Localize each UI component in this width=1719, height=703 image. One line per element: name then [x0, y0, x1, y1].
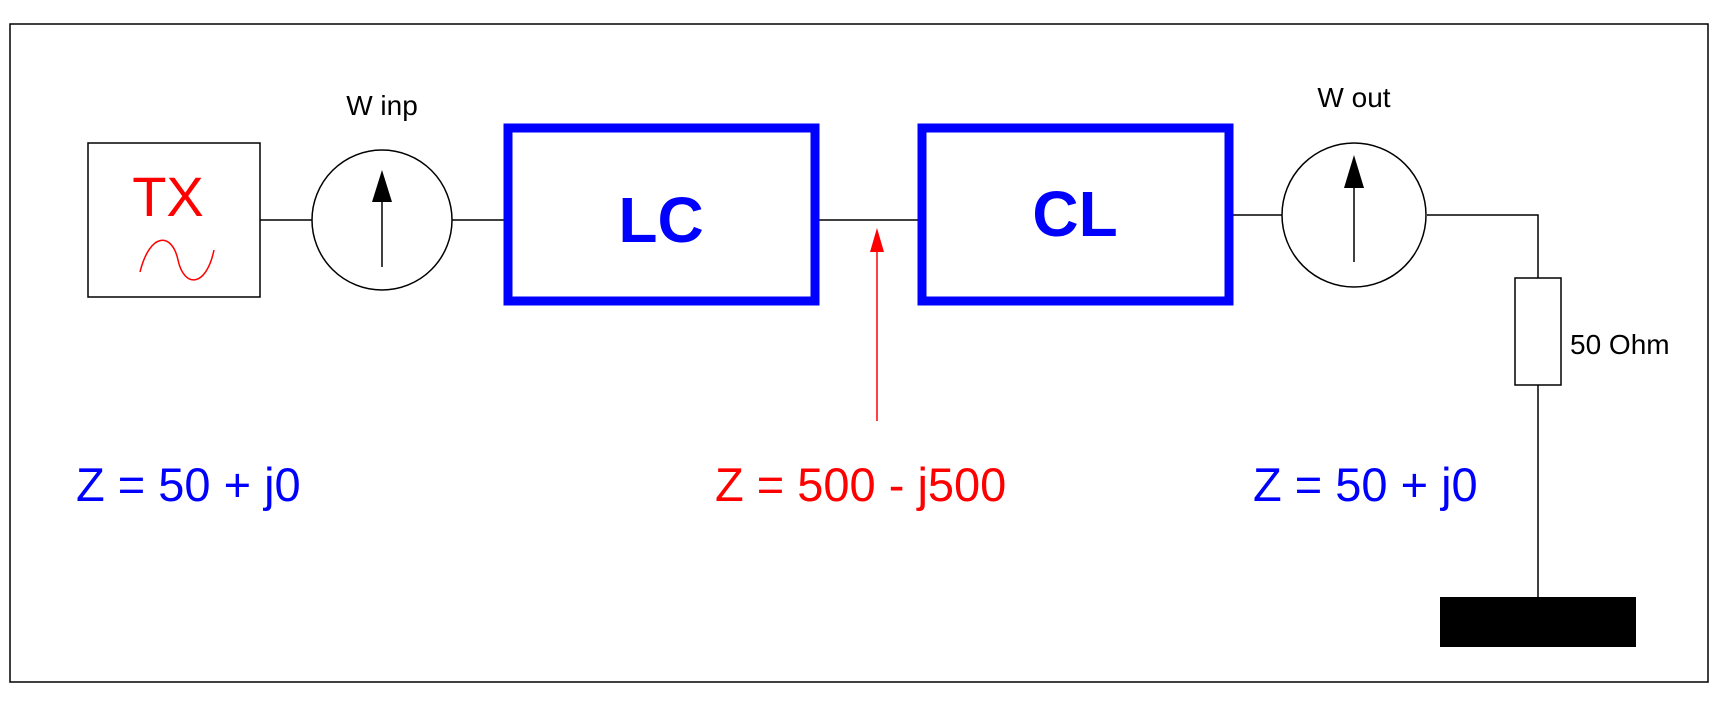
load-label: 50 Ohm [1570, 329, 1670, 360]
wire-wout-to-load [1427, 214, 1539, 278]
wout-label: W out [1317, 82, 1390, 113]
cl-block [917, 123, 1234, 306]
wout-meter-needle-icon [1344, 155, 1364, 262]
ac-source-icon [139, 239, 215, 281]
midpoint-arrow-icon [870, 228, 884, 421]
wires [260, 214, 1539, 597]
ground-bar [1440, 597, 1636, 647]
winp-label: W inp [346, 90, 418, 121]
tx-source-box [87, 142, 261, 298]
impedance-input-label: Z = 50 + j0 [76, 458, 301, 511]
diagram-frame [9, 23, 1709, 683]
impedance-output-label: Z = 50 + j0 [1253, 458, 1478, 511]
tx-label: TX [132, 165, 204, 228]
winp-meter-needle-icon [372, 170, 392, 267]
impedance-middle-label: Z = 500 - j500 [715, 458, 1006, 511]
cl-label: CL [1032, 178, 1117, 250]
lc-block [503, 123, 820, 306]
load-resistor [1514, 277, 1562, 386]
lc-label: LC [618, 184, 703, 256]
